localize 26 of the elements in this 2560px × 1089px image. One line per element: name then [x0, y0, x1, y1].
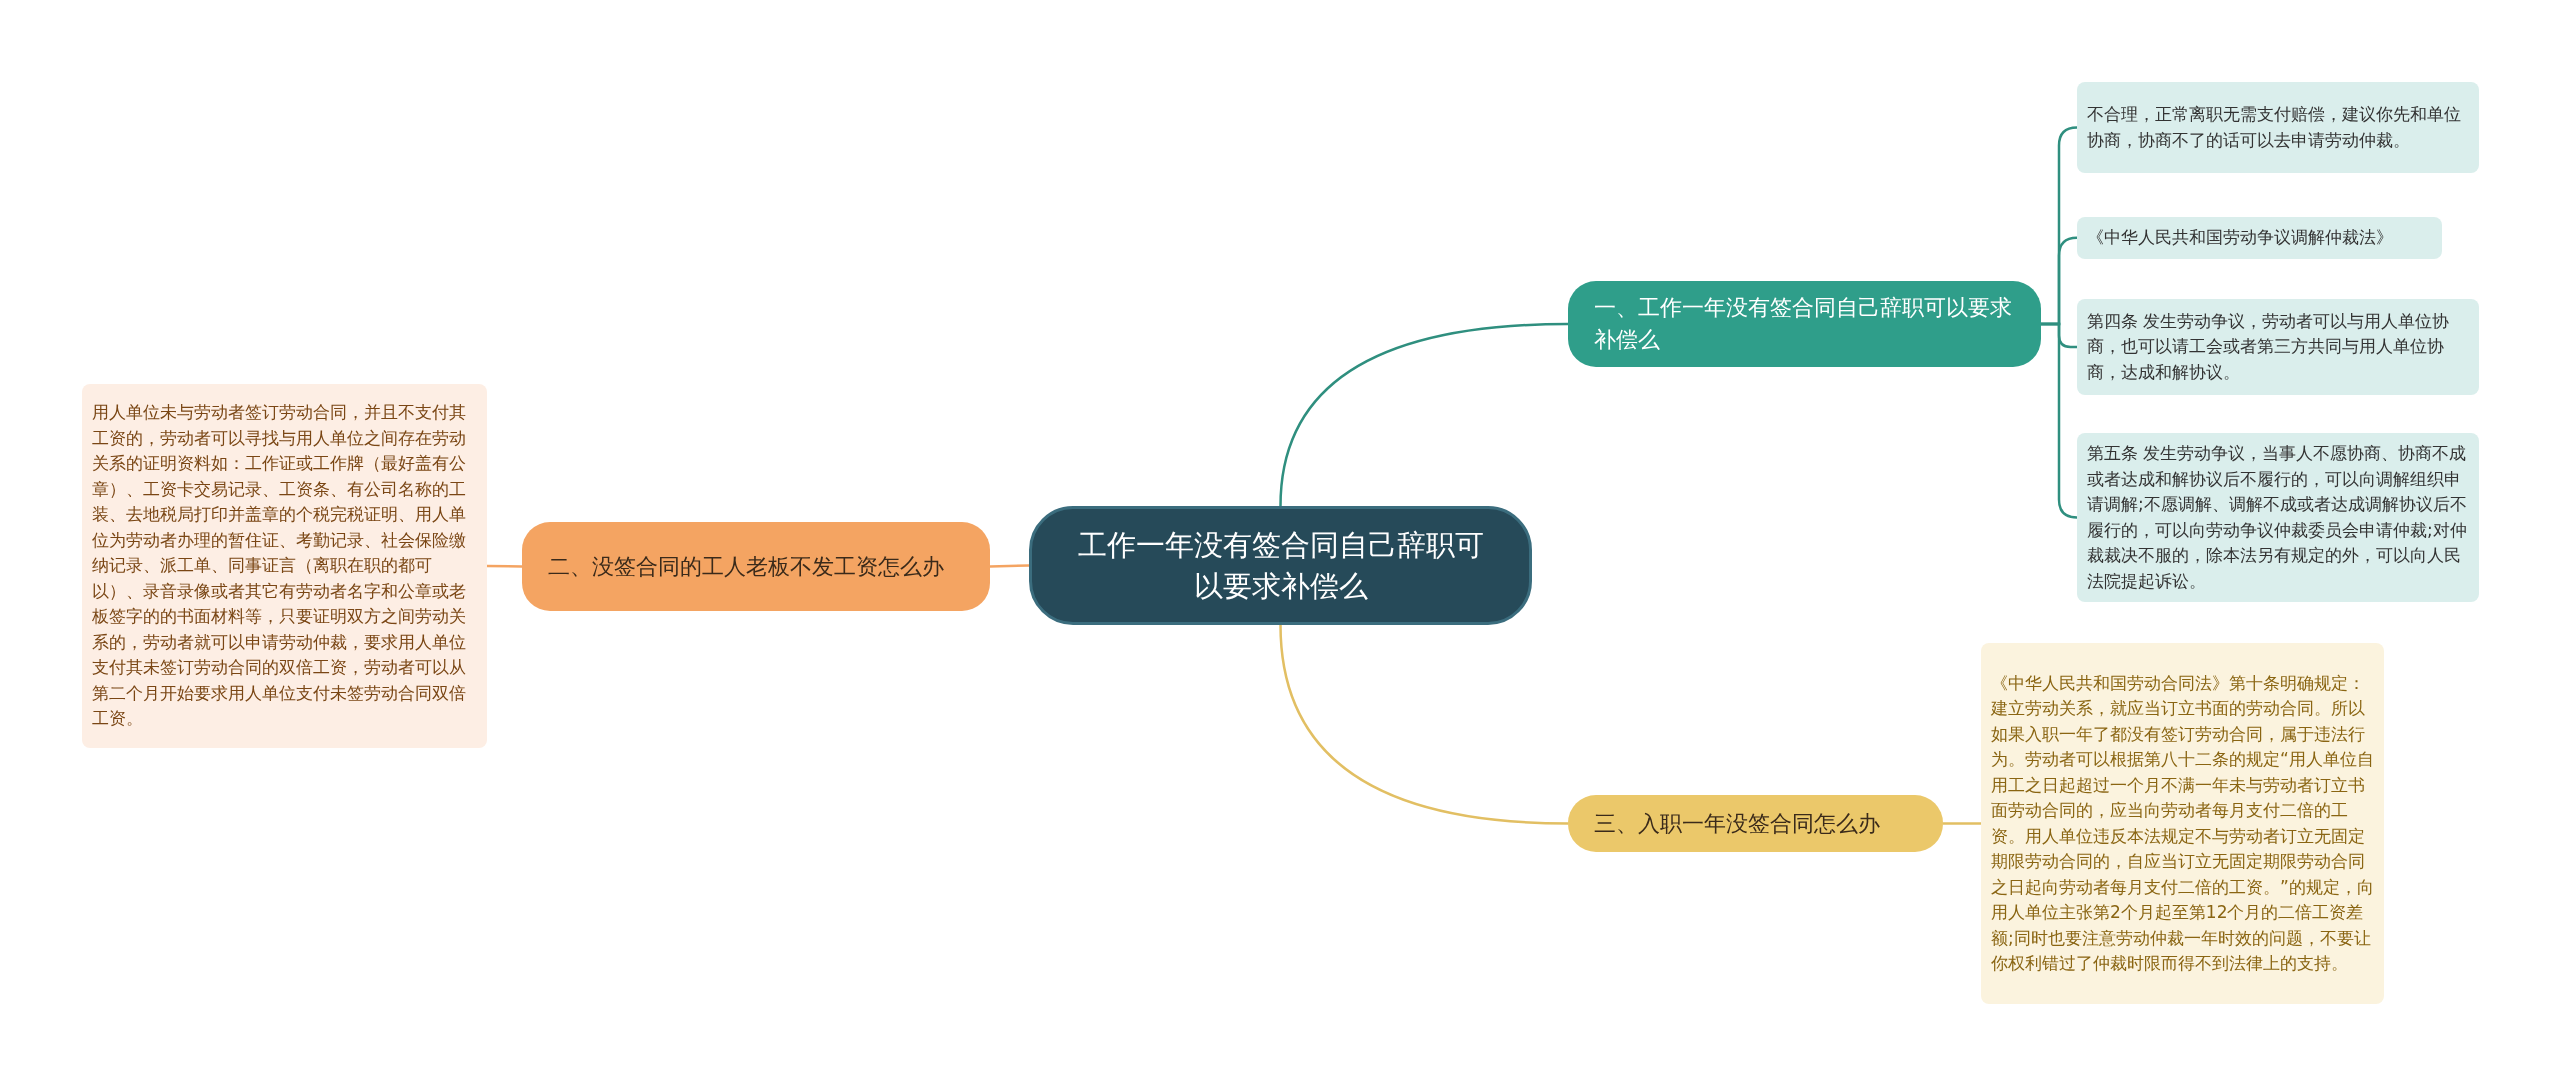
branch-label: 三、入职一年没签合同怎么办	[1594, 809, 1880, 838]
note-box	[1981, 643, 2384, 1004]
topic-label: 工作一年没有签合同自己辞职可以要求补偿么	[1076, 526, 1485, 605]
connector-line	[1279, 322, 1569, 507]
note-text: 第四条 发生劳动争议，劳动者可以与用人单位协商，也可以请工会或者第三方共同与用人单位协商，达成和解协议。	[2087, 309, 2451, 384]
branch-label: 一、工作一年没有签合同自己辞职可以要求补偿么	[1594, 294, 2013, 354]
note-box	[2077, 433, 2479, 602]
note-text: 第五条 发生劳动争议，当事人不愿协商、协商不成或者达成和解协议后不履行的，可以向调解组织申请调解;不愿调解、调解不成或者达成调解协议后不履行的，可以向劳动争议仲裁委员会申请仲裁;对仲裁裁决不服的，除本法另有规定的外，可以向人民法院提起诉讼。	[2087, 442, 2468, 593]
connector-line	[1943, 822, 1981, 825]
connector-line	[989, 564, 1030, 568]
branch-topic-box	[1568, 795, 1943, 852]
connector-line	[1279, 624, 1569, 825]
central-topic-box	[1029, 506, 1532, 625]
note-text: 不合理，正常离职无需支付赔偿，建议你先和单位协商，协商不了的话可以去申请劳动仲裁。	[2087, 103, 2462, 152]
connector-line	[487, 564, 522, 568]
note-box	[82, 384, 487, 748]
branch-topic-box	[522, 522, 990, 611]
connector-line	[2041, 322, 2079, 519]
note-text: 《中华人民共和国劳动争议调解仲裁法》	[2087, 226, 2393, 249]
branch-topic-box	[1568, 281, 2041, 367]
note-box	[2077, 82, 2479, 173]
note-text: 用人单位未与劳动者签订劳动合同，并且不支付其工资的，劳动者可以寻找与用人单位之间存在劳动关系的证明资料如：工作证或工作牌（最好盖有公章）、工资卡交易记录、工资条、有公司名称的工装、去地税局打印并盖章的个税完税证明、用人单位为劳动者办理的暂住证、考勤记录、社会保险缴纳记录、派工单、同事证言（离职在职的都可以）、录音录像或者其它有劳动者名字和公章或老板签字的的书面材料等，只要证明双方之间劳动关系的，劳动者就可以申请劳动仲裁，要求用人单位支付其未签订劳动合同的双倍工资，劳动者可以从第二个月开始要求用人单位支付未签劳动合同双倍工资。	[92, 401, 467, 731]
note-box	[2077, 299, 2479, 395]
note-box	[2077, 217, 2442, 259]
note-text: 《中华人民共和国劳动合同法》第十条明确规定：建立劳动关系，就应当订立书面的劳动合同。所以如果入职一年了都没有签订劳动合同，属于违法行为。劳动者可以根据第八十二条的规定“用人单位自用工之日起超过一个月不满一年未与劳动者订立书面劳动合同的，应当向劳动者每月支付二倍的工资。用人单位违反本法规定不与劳动者订立无固定期限劳动合同的，自应当订立无固定期限劳动合同之日起向劳动者每月支付二倍的工资。”的规定，向用人单位主张第2个月起至第12个月的二倍工资差额;同时也要注意劳动仲裁一年时效的问题，不要让你权利错过了仲裁时限而得不到法律上的支持。	[1991, 671, 2374, 975]
branch-label: 二、没签合同的工人老板不发工资怎么办	[548, 552, 944, 581]
